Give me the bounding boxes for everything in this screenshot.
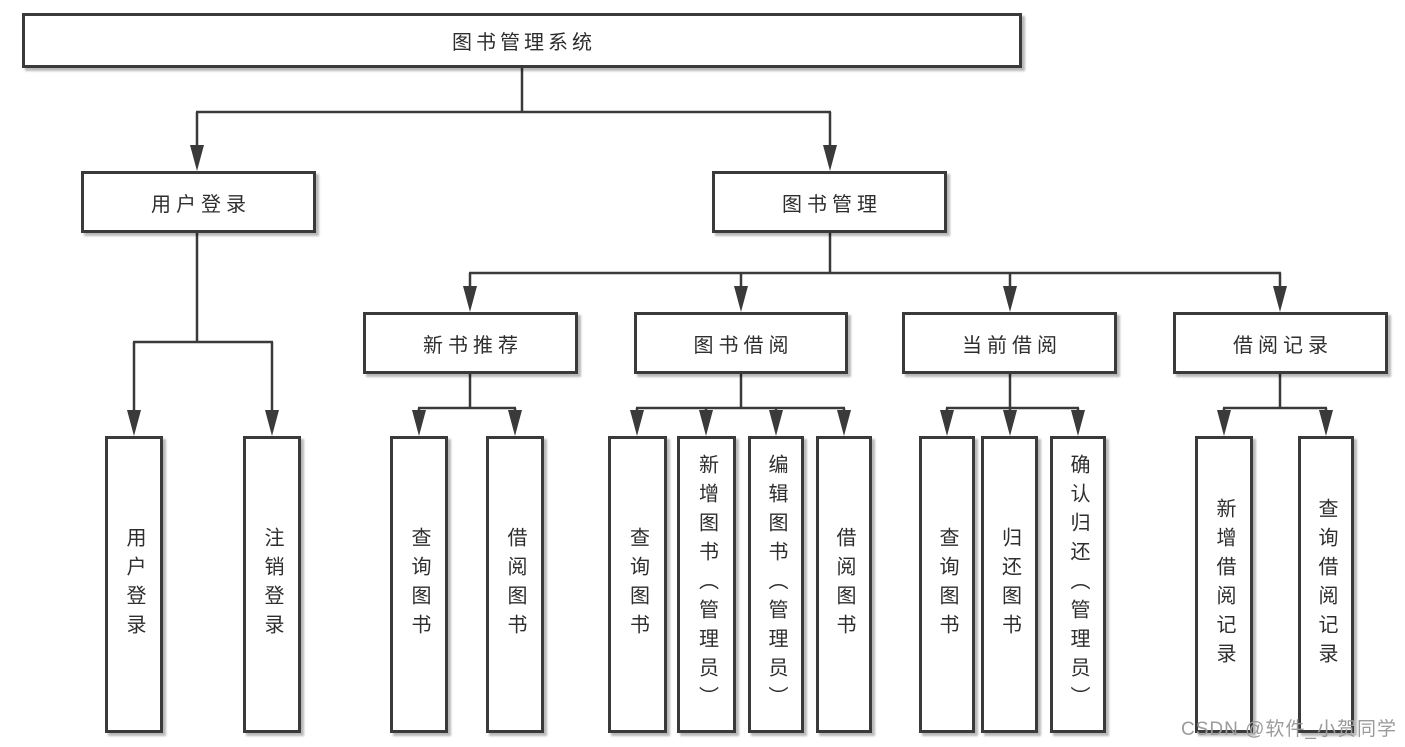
node-label: 借阅图书 bbox=[833, 526, 855, 643]
leaf-borrow-books-recommend: 借阅图书 bbox=[486, 436, 544, 733]
node-label: 当前借阅 bbox=[962, 334, 1062, 357]
node-label: 借阅图书 bbox=[504, 526, 526, 643]
node-label: 借阅记录 bbox=[1233, 334, 1333, 357]
node-user-login: 用户登录 bbox=[81, 171, 316, 233]
leaf-logout: 注销登录 bbox=[243, 436, 301, 733]
node-label: 用户登录 bbox=[151, 193, 251, 216]
leaf-return-book: 归还图书 bbox=[981, 436, 1038, 733]
node-label: 新增借阅记录 bbox=[1213, 497, 1235, 672]
node-label: 查询借阅记录 bbox=[1315, 497, 1337, 672]
node-label: 查询图书 bbox=[626, 526, 649, 643]
node-borrowing-records: 借阅记录 bbox=[1173, 312, 1388, 374]
node-label: 图书管理 bbox=[782, 193, 882, 216]
leaf-user-login: 用户登录 bbox=[105, 436, 163, 733]
csdn-watermark: CSDN @软件_小贺同学 bbox=[1181, 719, 1397, 740]
node-new-book-recommendation: 新书推荐 bbox=[363, 312, 578, 374]
leaf-query-books-recommend: 查询图书 bbox=[390, 436, 448, 733]
node-book-management: 图书管理 bbox=[712, 171, 947, 233]
leaf-query-books-current: 查询图书 bbox=[919, 436, 975, 733]
leaf-add-borrow-record: 新增借阅记录 bbox=[1195, 436, 1253, 733]
node-book-borrowing: 图书借阅 bbox=[634, 312, 848, 374]
leaf-query-borrow-record: 查询借阅记录 bbox=[1298, 436, 1354, 733]
node-label: 新书推荐 bbox=[423, 334, 523, 357]
leaf-edit-book-admin: 编辑图书（管理员） bbox=[748, 436, 804, 733]
node-current-borrowing: 当前借阅 bbox=[902, 312, 1117, 374]
node-label: 查询图书 bbox=[936, 526, 958, 643]
node-label: 查询图书 bbox=[408, 526, 430, 643]
node-label: 确认归还（管理员） bbox=[1067, 454, 1089, 715]
leaf-query-books-borrow: 查询图书 bbox=[608, 436, 667, 733]
node-label: 编辑图书（管理员） bbox=[765, 454, 787, 715]
node-label: 新增图书（管理员） bbox=[695, 454, 718, 715]
node-label: 归还图书 bbox=[998, 526, 1021, 643]
node-label: 图书管理系统 bbox=[452, 32, 596, 54]
node-label: 图书借阅 bbox=[693, 334, 794, 357]
leaf-confirm-return-admin: 确认归还（管理员） bbox=[1050, 436, 1106, 733]
leaf-add-book-admin: 新增图书（管理员） bbox=[677, 436, 736, 733]
node-library-system: 图书管理系统 bbox=[22, 13, 1022, 68]
node-label: 用户登录 bbox=[123, 526, 145, 643]
leaf-borrow-books: 借阅图书 bbox=[816, 436, 872, 733]
node-label: 注销登录 bbox=[261, 526, 283, 643]
